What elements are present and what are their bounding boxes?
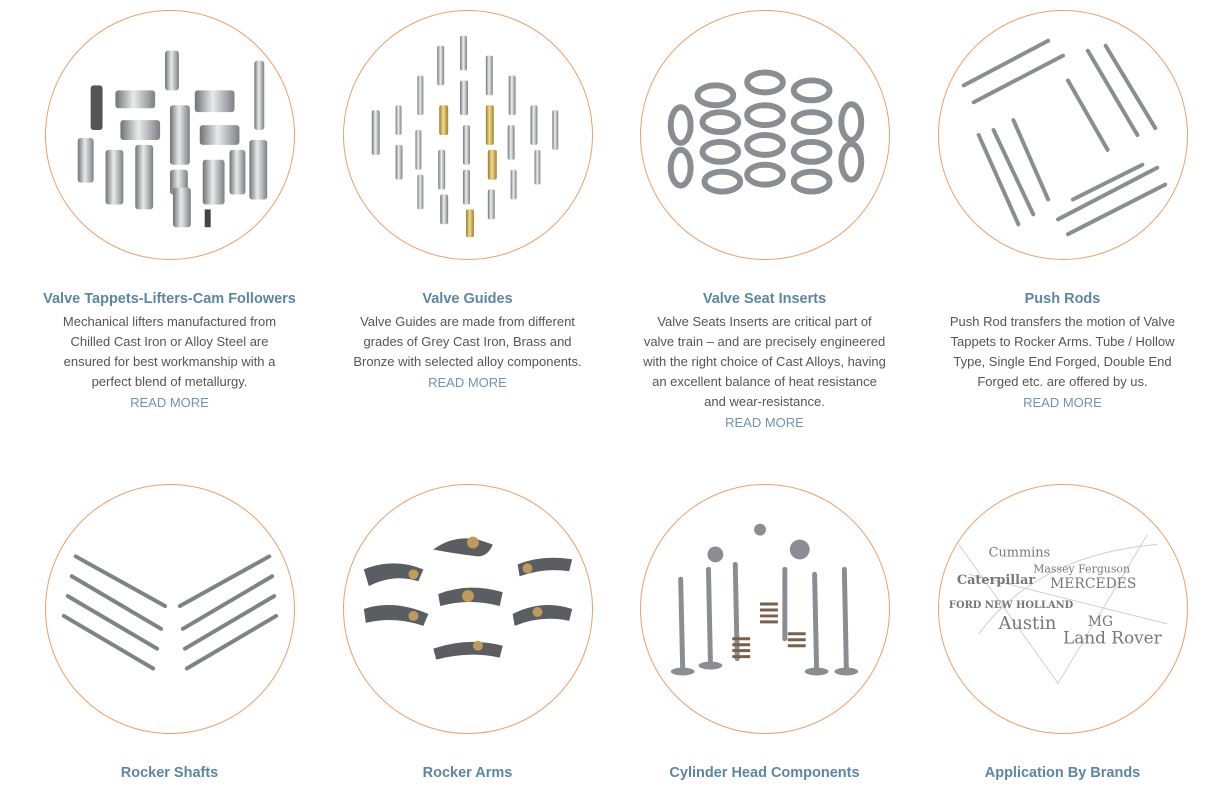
brand-cummins: Cummins (988, 545, 1050, 560)
product-image-valve-tappets[interactable] (44, 10, 295, 260)
product-description: Valve Guides are made from different gra… (353, 314, 582, 369)
product-card-valve-tappets: Valve Tappets-Lifters-Cam Followers Mech… (21, 10, 318, 413)
brand-caterpillar: Caterpillar (956, 573, 1035, 588)
brand-austin: Austin (997, 613, 1056, 634)
product-image-application-by-brands[interactable]: Cummins Massey Ferguson Caterpillar MERC… (937, 484, 1188, 734)
product-title[interactable]: Cylinder Head Components (669, 765, 860, 781)
product-description: Push Rod transfers the motion of Valve T… (949, 314, 1176, 389)
product-image-cylinder-head-components[interactable] (639, 484, 890, 734)
read-more-link[interactable]: READ MORE (725, 415, 804, 430)
product-title[interactable]: Valve Tappets-Lifters-Cam Followers (43, 291, 296, 307)
product-image-valve-guides[interactable] (342, 10, 593, 260)
product-title[interactable]: Application By Brands (984, 765, 1141, 781)
product-card-rocker-shafts: Rocker Shafts (21, 484, 318, 782)
push-rods-image (961, 38, 1167, 237)
product-card-rocker-arms: Rocker Arms (319, 484, 616, 782)
read-more-link[interactable]: READ MORE (428, 375, 507, 390)
cylinder-head-components-image (670, 523, 858, 676)
product-description: Valve Seats Inserts are critical part of… (643, 314, 886, 409)
valve-tappets-image (77, 50, 267, 228)
product-title[interactable]: Rocker Arms (422, 765, 513, 781)
brands-image: Cummins Massey Ferguson Caterpillar MERC… (948, 534, 1167, 685)
brand-mercedes: MERCEDES (1050, 576, 1136, 592)
rocker-arms-image (363, 536, 572, 660)
brand-massey: Massey Ferguson (1033, 562, 1130, 575)
brand-landrover: Land Rover (1063, 628, 1163, 648)
brand-ford: FORD NEW HOLLAND (948, 600, 1073, 611)
product-title[interactable]: Rocker Shafts (120, 765, 219, 781)
product-card-application-by-brands: Cummins Massey Ferguson Caterpillar MERC… (914, 484, 1211, 782)
product-card-valve-seat-inserts: Valve Seat Inserts Valve Seats Inserts a… (616, 10, 913, 433)
product-image-rocker-shafts[interactable] (44, 484, 295, 734)
read-more-link[interactable]: READ MORE (1023, 395, 1102, 410)
product-title[interactable]: Valve Guides (422, 291, 513, 307)
product-card-valve-guides: Valve Guides Valve Guides are made from … (319, 10, 616, 393)
product-card-cylinder-head-components: Cylinder Head Components (616, 484, 913, 782)
product-title[interactable]: Valve Seat Inserts (702, 291, 827, 307)
product-image-valve-seat-inserts[interactable] (639, 10, 890, 260)
product-image-rocker-arms[interactable] (342, 484, 593, 734)
product-description: Mechanical lifters manufactured from Chi… (62, 314, 277, 389)
read-more-link[interactable]: READ MORE (130, 395, 209, 410)
product-image-push-rods[interactable] (937, 10, 1188, 260)
valve-guides-image (371, 35, 558, 238)
product-title[interactable]: Push Rods (1024, 291, 1101, 307)
product-card-push-rods: Push Rods Push Rod transfers the motion … (914, 10, 1211, 413)
brand-mg: MG (1087, 614, 1112, 630)
rocker-shafts-image (61, 554, 278, 671)
valve-seat-inserts-image (667, 69, 864, 195)
